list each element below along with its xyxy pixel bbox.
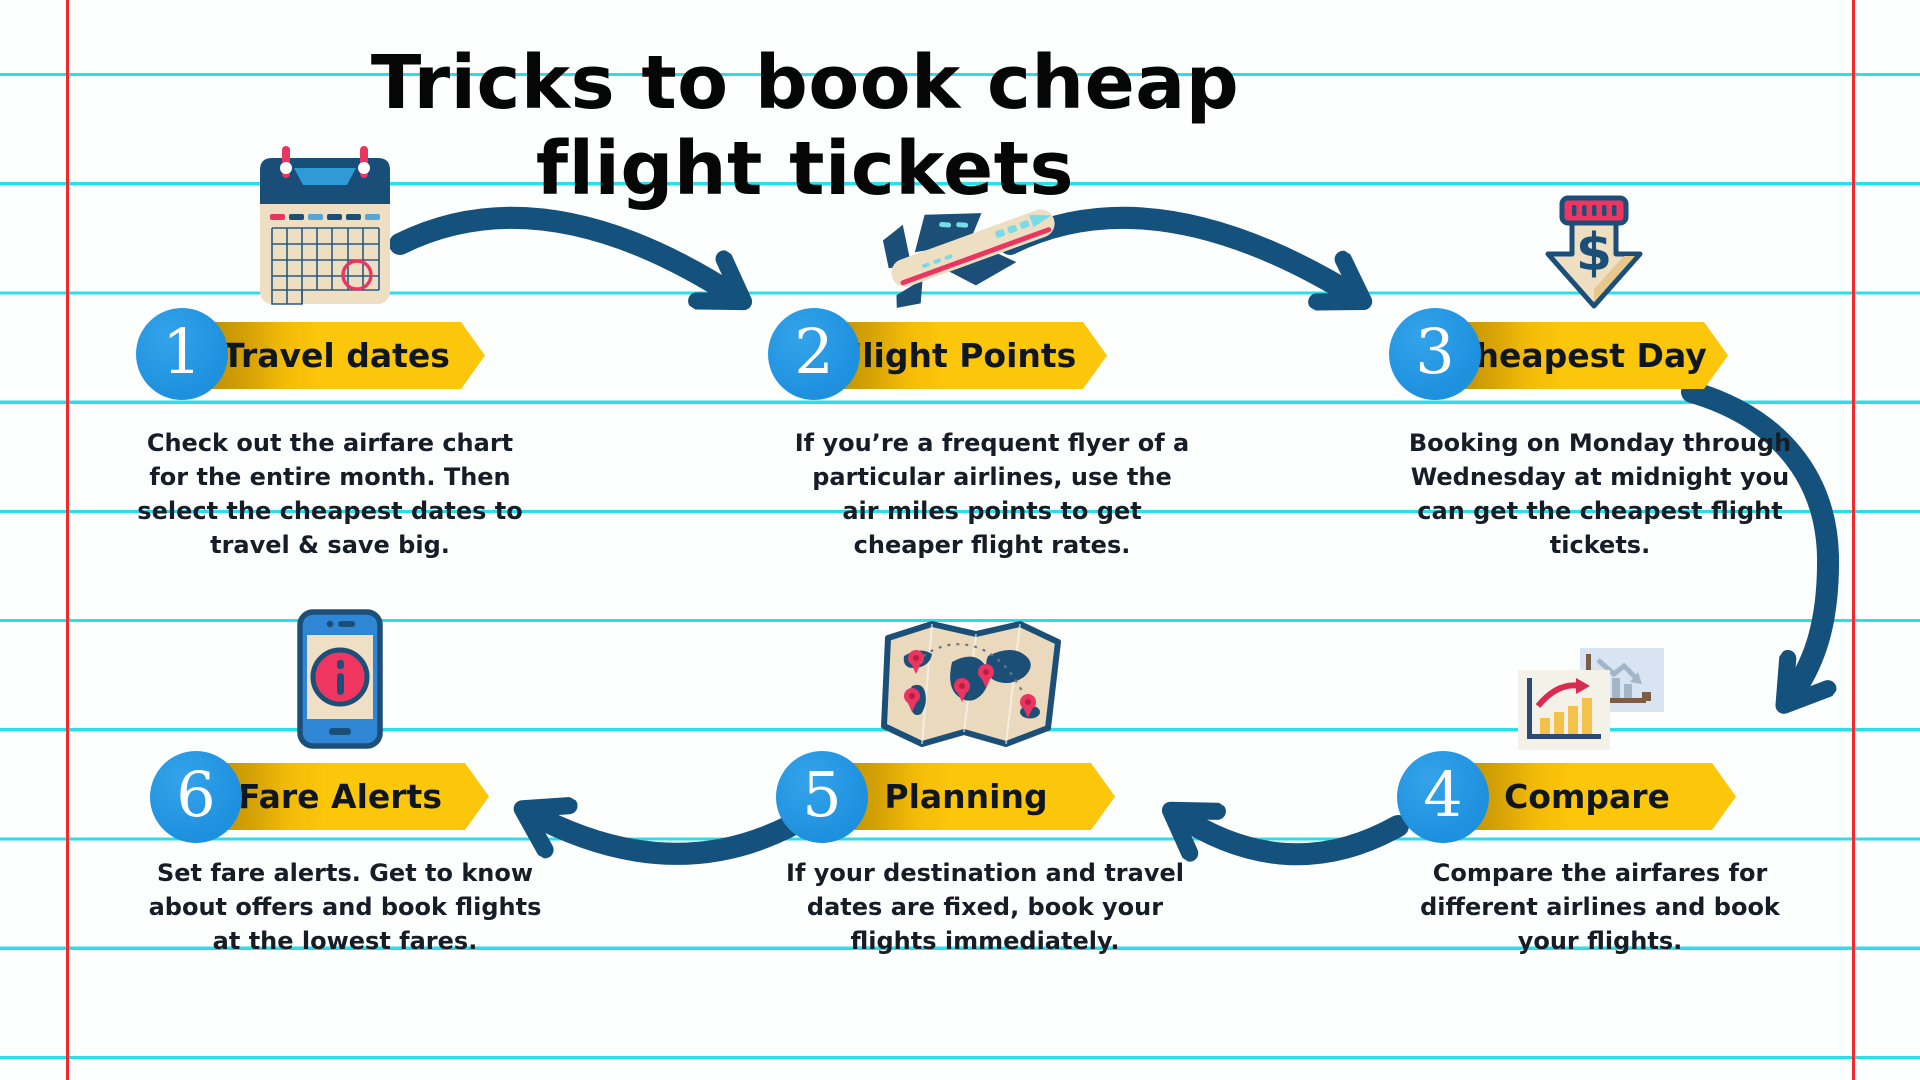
svg-text:$: $: [1576, 223, 1612, 283]
step-5-number: 5: [802, 758, 842, 831]
left-margin-line: [66, 0, 69, 1080]
step-4-label: Compare: [1504, 777, 1670, 816]
step-6-label: Fare Alerts: [238, 777, 442, 816]
step-6-number-badge: 6: [150, 751, 242, 843]
step-5-number-badge: 5: [776, 751, 868, 843]
right-margin-line: [1852, 0, 1855, 1080]
step-5-label: Planning: [884, 777, 1048, 816]
step-1-description: Check out the airfare chart for the enti…: [137, 429, 523, 559]
step-4-number: 4: [1423, 758, 1463, 831]
step-4-number-badge: 4: [1397, 751, 1489, 843]
price-drop-icon: $: [1542, 194, 1646, 318]
calendar-icon: [258, 144, 392, 312]
step-2-label: Flight Points: [839, 336, 1077, 375]
map-icon: [878, 618, 1068, 756]
step-2-description: If you’re a frequent flyer of a particul…: [794, 429, 1190, 559]
step-2-number-badge: 2: [768, 308, 860, 400]
page-title: Tricks to book cheap flight tickets: [370, 40, 1240, 212]
step-2-number: 2: [794, 315, 834, 388]
airplane-icon: [878, 188, 1070, 318]
step-6-number: 6: [176, 758, 216, 831]
step-5-banner: Planning: [835, 763, 1115, 830]
step-3-number: 3: [1415, 315, 1455, 388]
step-5-description: If your destination and travel dates are…: [786, 859, 1184, 955]
step-3-label: Cheapest Day: [1451, 336, 1707, 375]
step-3-description: Booking on Monday through Wednesday at m…: [1408, 429, 1792, 559]
step-1-number: 1: [162, 315, 202, 388]
step-1-label: Travel dates: [222, 336, 450, 375]
step-1-number-badge: 1: [136, 308, 228, 400]
step-4-description: Compare the airfares for different airli…: [1420, 859, 1780, 955]
phone-alert-icon: [296, 608, 384, 754]
step-6-banner: Fare Alerts: [209, 763, 489, 830]
step-3-banner: Cheapest Day: [1448, 322, 1728, 389]
step-3-number-badge: 3: [1389, 308, 1481, 400]
step-1-banner: Travel dates: [205, 322, 485, 389]
step-6-description: Set fare alerts. Get to know about offer…: [148, 859, 542, 955]
step-2-banner: Flight Points: [827, 322, 1107, 389]
compare-charts-icon: [1518, 648, 1668, 754]
arrow-step4-to-step5: [1176, 814, 1409, 866]
arrow-step1-to-step2: [389, 206, 738, 298]
step-4-banner: Compare: [1456, 763, 1736, 830]
arrow-step5-to-step6: [528, 812, 801, 865]
